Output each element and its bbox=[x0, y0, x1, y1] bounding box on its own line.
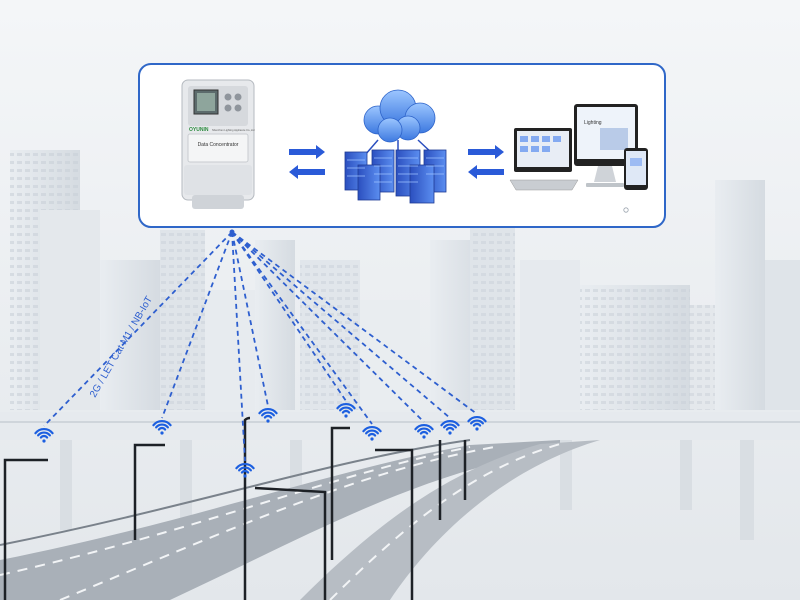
screen-brand: Lighting bbox=[584, 120, 602, 126]
device-label: Data Concentrator bbox=[198, 142, 239, 148]
wifi-icon bbox=[414, 423, 434, 439]
wifi-icon bbox=[440, 419, 460, 435]
wifi-icon bbox=[235, 462, 255, 478]
link-origin bbox=[229, 229, 235, 235]
system-panel: OYUNIN Shenzhen Lighting Appliance Co.,L… bbox=[138, 63, 666, 228]
bidirectional-arrow-right bbox=[468, 145, 504, 179]
street-lamps bbox=[3, 416, 467, 600]
link-line-3 bbox=[231, 231, 246, 462]
bidirectional-arrow-left bbox=[289, 145, 325, 179]
link-line-9 bbox=[231, 231, 478, 415]
wifi-icon bbox=[336, 402, 356, 418]
cloud-server-icon bbox=[344, 89, 447, 204]
link-line-1 bbox=[43, 231, 233, 427]
link-line-5 bbox=[231, 231, 347, 402]
computer-monitors-icon: Lighting bbox=[509, 104, 648, 213]
wifi-icon bbox=[258, 407, 278, 423]
elevated-highway bbox=[0, 412, 800, 600]
link-line-8 bbox=[231, 231, 451, 419]
wifi-icon bbox=[152, 419, 172, 435]
link-line-7 bbox=[231, 231, 425, 423]
link-line-6 bbox=[231, 231, 373, 425]
wifi-icon bbox=[467, 415, 487, 431]
city-skyline bbox=[10, 150, 800, 410]
wifi-icon bbox=[362, 425, 382, 441]
link-line-2 bbox=[161, 231, 233, 419]
wifi-icon bbox=[34, 427, 54, 443]
link-line-4 bbox=[231, 231, 269, 407]
data-concentrator-device: OYUNIN Shenzhen Lighting Appliance Co.,L… bbox=[181, 79, 255, 209]
device-brand-subtext: Shenzhen Lighting Appliance Co.,Ltd bbox=[212, 128, 255, 132]
device-brand: OYUNIN bbox=[189, 127, 209, 133]
communication-links bbox=[43, 231, 478, 462]
